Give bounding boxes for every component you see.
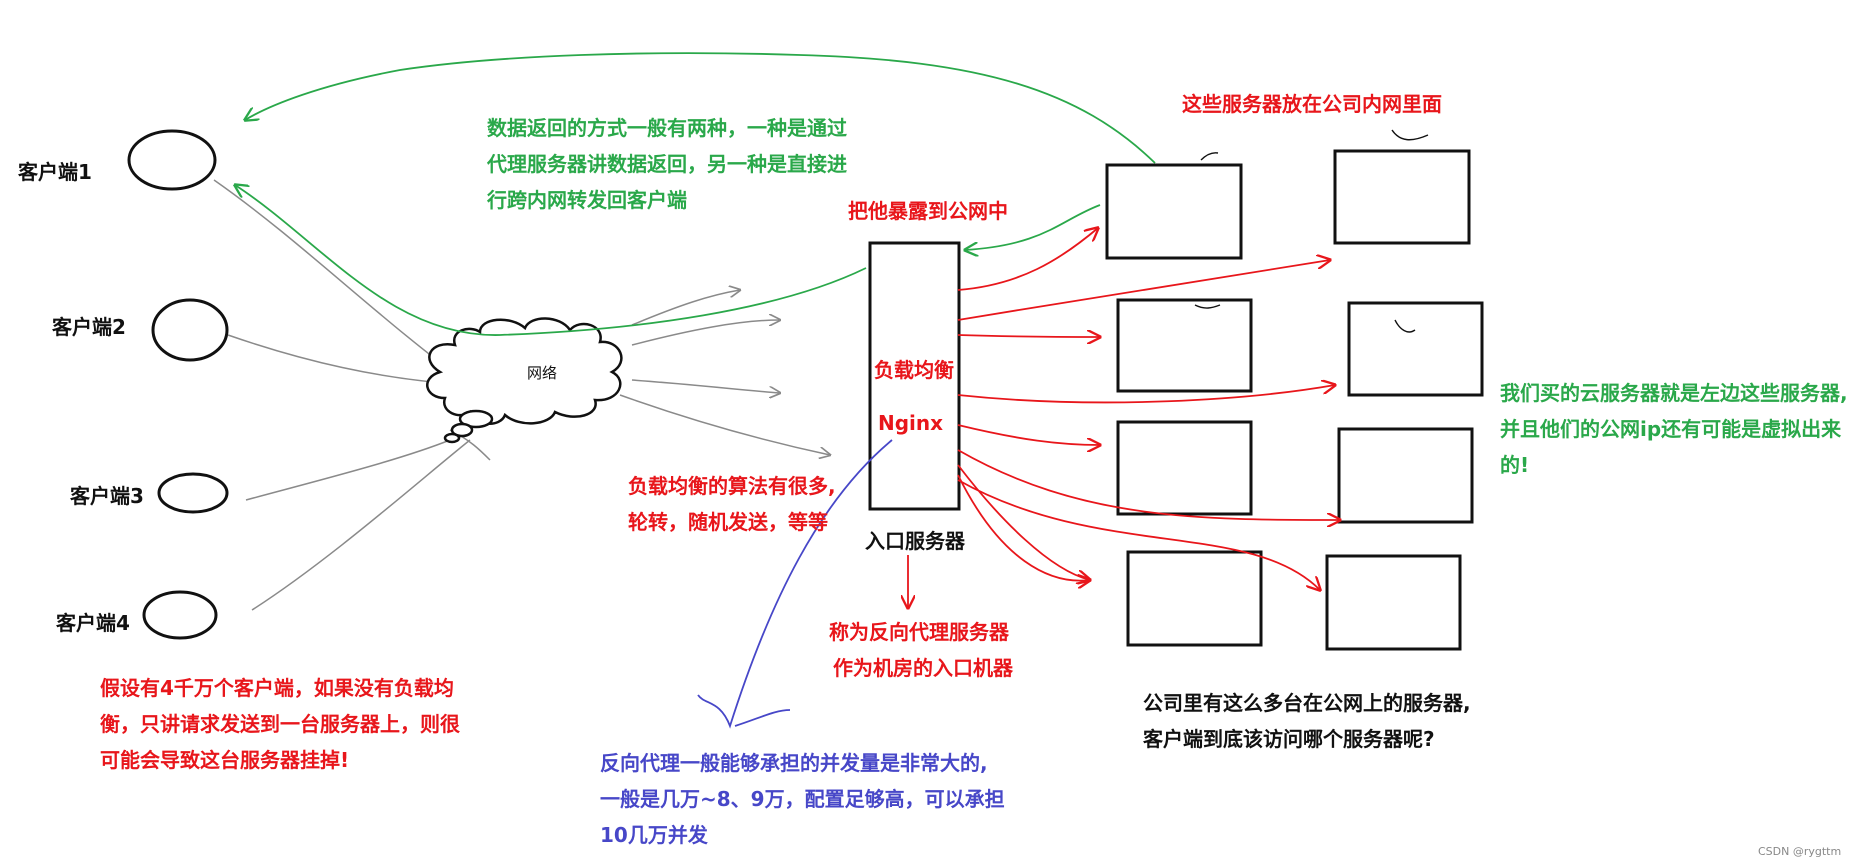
question-note: 公司里有这么多台在公网上的服务器, 客户端到底该访问哪个服务器呢?: [1143, 685, 1471, 757]
server-box-4: [1347, 301, 1484, 397]
capacity-line-3: 10几万并发: [600, 823, 708, 847]
return-note-line-1: 数据返回的方式一般有两种，一种是通过: [487, 116, 847, 140]
expose-note: 把他暴露到公网中: [848, 199, 1008, 223]
server-box-6: [1337, 427, 1474, 524]
reverse-proxy-note: 称为反向代理服务器 作为机房的入口机器: [829, 614, 1013, 686]
capacity-line-2: 一般是几万~8、9万，配置足够高，可以承担: [600, 787, 1005, 811]
question-line-1: 公司里有这么多台在公网上的服务器,: [1143, 691, 1471, 715]
intranet-note: 这些服务器放在公司内网里面: [1182, 92, 1442, 116]
no-balance-line-2: 衡，只讲请求发送到一台服务器上，则很: [100, 712, 460, 736]
capacity-note: 反向代理一般能够承担的并发量是非常大的, 一般是几万~8、9万，配置足够高，可以…: [600, 745, 1005, 853]
network-cloud: [426, 317, 623, 444]
cloud-servers-note: 我们买的云服务器就是左边这些服务器, 并且他们的公网ip还有可能是虚拟出来 的!: [1500, 375, 1848, 483]
question-line-2: 客户端到底该访问哪个服务器呢?: [1143, 727, 1435, 751]
network-label: 网络: [527, 364, 558, 382]
no-balance-line-3: 可能会导致这台服务器挂掉!: [100, 748, 350, 772]
client-1-node: [127, 129, 217, 191]
return-arrows: [235, 52, 1156, 336]
cloud-note-line-1: 我们买的云服务器就是左边这些服务器,: [1500, 381, 1848, 405]
client-2-node: [151, 298, 229, 362]
load-balancer-label: 负载均衡: [874, 358, 954, 382]
client-2-label: 客户端2: [52, 315, 126, 339]
server-box-7: [1126, 550, 1263, 647]
return-methods-note: 数据返回的方式一般有两种，一种是通过 代理服务器讲数据返回，另一种是直接进 行跨…: [487, 110, 847, 218]
nginx-label: Nginx: [878, 411, 944, 435]
no-balance-note: 假设有4千万个客户端，如果没有负载均 衡，只讲请求发送到一台服务器上，则很 可能…: [100, 670, 460, 778]
cloud-note-line-3: 的!: [1500, 453, 1530, 477]
server-box-2: [1333, 149, 1471, 245]
no-balance-line-1: 假设有4千万个客户端，如果没有负载均: [100, 676, 454, 700]
reverse-proxy-line-2: 作为机房的入口机器: [833, 656, 1013, 680]
entry-server-box: [868, 241, 961, 511]
client-1-label: 客户端1: [18, 160, 92, 184]
client-3-node: [157, 472, 229, 514]
capacity-line-1: 反向代理一般能够承担的并发量是非常大的,: [600, 751, 988, 775]
client-4-node: [142, 590, 218, 640]
server-box-1: [1105, 163, 1243, 260]
algorithms-note: 负载均衡的算法有很多, 轮转，随机发送，等等: [628, 468, 836, 540]
blue-pointer: [697, 439, 893, 729]
cloud-note-line-2: 并且他们的公网ip还有可能是虚拟出来: [1500, 417, 1842, 441]
reverse-proxy-line-1: 称为反向代理服务器: [829, 620, 1009, 644]
server-box-3: [1116, 298, 1253, 393]
algorithms-line-2: 轮转，随机发送，等等: [628, 510, 828, 534]
server-box-5: [1116, 420, 1253, 516]
server-box-8: [1325, 554, 1462, 651]
entry-server-caption: 入口服务器: [865, 529, 965, 553]
algorithms-line-1: 负载均衡的算法有很多,: [628, 474, 836, 498]
client-3-label: 客户端3: [70, 484, 144, 508]
watermark: CSDN @rygttm: [1758, 845, 1842, 858]
return-note-line-2: 代理服务器讲数据返回，另一种是直接进: [487, 152, 847, 176]
cloud-to-entry-lines: [619, 290, 830, 455]
distribution-arrows: [957, 228, 1340, 590]
backend-servers: [1105, 149, 1484, 651]
return-note-line-3: 行跨内网转发回客户端: [487, 188, 687, 212]
client-4-label: 客户端4: [56, 611, 130, 635]
